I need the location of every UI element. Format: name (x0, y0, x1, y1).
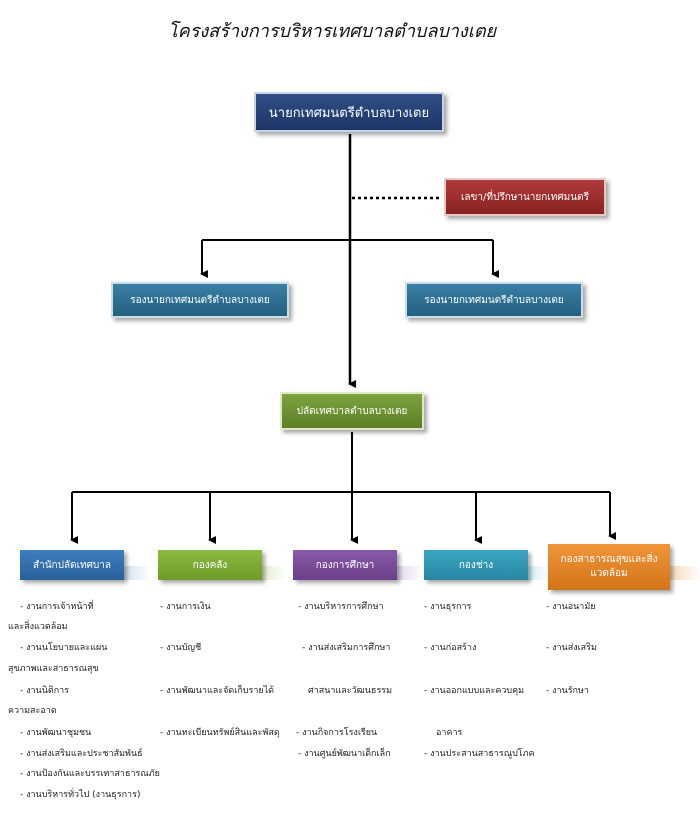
task-item: - งานป้องกันและบรรเทาสาธารณภัย (20, 769, 160, 779)
dept-tail-3 (397, 566, 423, 580)
dept-tail-2 (262, 566, 288, 580)
task-item: อาคาร (436, 728, 463, 738)
task-item: - งานบริหารการศึกษา (298, 602, 384, 612)
task-item: สุขภาพและสาธารณสุข (8, 664, 99, 674)
deputy-mayor-right-box: รองนายกเทศมนตรีตำบลบางเตย (405, 282, 583, 318)
task-item: - งานบัญชี (160, 643, 202, 653)
deputy-mayor-left-box: รองนายกเทศมนตรีตำบลบางเตย (111, 282, 289, 318)
task-item: - งานส่งเสริมการศึกษา (302, 643, 391, 653)
dept-office-of-clerk: สำนักปลัดเทศบาล (20, 550, 124, 580)
task-item: - งานศูนย์พัฒนาเด็กเล็ก (298, 749, 391, 759)
dept-public-health: กองสาธารณสุขและสิ่งแวดล้อม (548, 544, 670, 590)
task-item: - งานส่งเสริมและประชาสัมพันธ์ (20, 749, 143, 759)
dept-tail-1 (124, 566, 150, 580)
task-item: - งานออกแบบและควบคุม (424, 686, 525, 696)
task-item: ความสะอาด (8, 706, 57, 716)
task-item: - งานการเงิน (160, 602, 211, 612)
dept-tail-5 (670, 566, 700, 580)
task-item: - งานกิจการโรงเรียน (296, 728, 378, 738)
secretary-box: เลขา/ที่ปรึกษานายกเทศมนตรี (444, 178, 606, 216)
task-item: - งานธุรการ (424, 602, 472, 612)
chart-title: โครงสร้างการบริหารเทศบาลตำบลบางเตย (168, 21, 497, 42)
dept-finance: กองคลัง (158, 550, 262, 580)
municipal-clerk-box: ปลัดเทศบาลตำบลบางเตย (280, 392, 424, 430)
task-item: - งานบริหารทั่วไป (งานธุรการ) (20, 790, 141, 800)
task-item: - งานประสานสาธารณูปโภค (424, 749, 535, 759)
task-item: - งานพัฒนาและจัดเก็บรายได้ (160, 686, 275, 696)
task-item: - งานนโยบายและแผน (20, 643, 108, 653)
dept-tail-4 (528, 566, 548, 580)
mayor-box: นายกเทศมนตรีตำบลบางเตย (254, 92, 444, 132)
task-item: - งานนิติการ (20, 686, 70, 696)
dept-engineering: กองช่าง (424, 550, 528, 580)
task-item: และสิ่งแวดล้อม (8, 622, 68, 632)
task-item: - งานทะเบียนทรัพย์สินและพัสดุ (160, 728, 280, 738)
task-item: - งานพัฒนาชุมชน (20, 728, 92, 738)
task-item: - งานก่อสร้าง (424, 643, 477, 653)
task-item: - งานรักษา (546, 686, 589, 696)
task-item: - งานส่งเสริม (546, 643, 597, 653)
task-item: ศาสนาและวัฒนธรรม (308, 686, 393, 696)
task-item: - งานอนามัย (546, 602, 596, 612)
task-item: - งานการเจ้าหน้าที่ (20, 602, 94, 612)
dept-education: กองการศึกษา (293, 550, 397, 580)
